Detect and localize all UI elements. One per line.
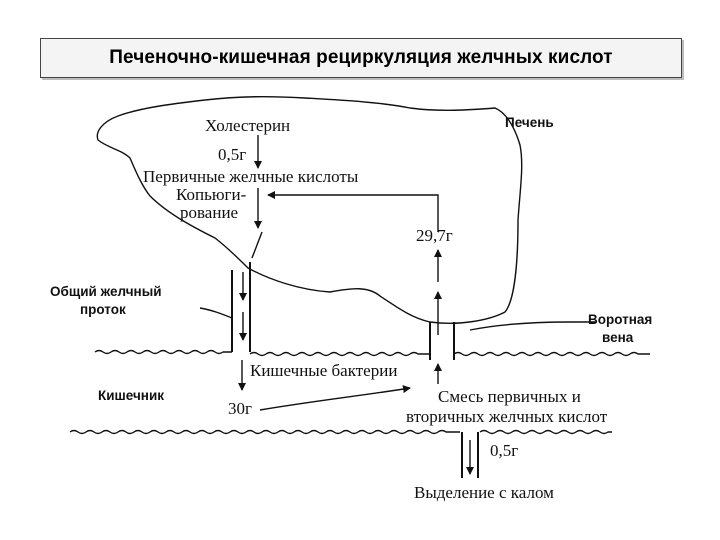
arrow-to-mixture [259, 385, 411, 411]
label-conjugation-1: Копьюги- [176, 185, 247, 204]
intestine-lower-wall-right [479, 429, 612, 435]
label-bile-duct-2: проток [80, 302, 126, 317]
label-amount-top: 0,5г [218, 145, 246, 164]
arrow-return-to-liver [267, 191, 439, 232]
label-amount-bottom: 0,5г [490, 441, 518, 460]
label-bile-duct-1: Общий желчный [50, 284, 162, 299]
label-portal-vein-2: вена [602, 330, 634, 345]
label-mixture-2: вторичных желчных кислот [406, 407, 608, 426]
liver-outline [96, 96, 523, 324]
label-portal-vein-1: Воротная [588, 312, 652, 327]
duct-connector [251, 231, 263, 259]
label-mixture-1: Смесь первичных и [438, 387, 581, 406]
label-cholesterol: Холестерин [205, 116, 290, 135]
label-portal-amount: 29,7г [416, 226, 453, 245]
intestine-lower-wall-left [69, 429, 460, 435]
portal-vein-pointer [469, 321, 595, 331]
intestine-upper-wall-right [453, 351, 650, 357]
label-conjugation-2: рование [180, 203, 238, 222]
label-excretion: Выделение с калом [414, 483, 554, 502]
diagram-title: Печеночно-кишечная рециркуляция желчных … [109, 47, 613, 68]
label-bacteria: Кишечные бактерии [250, 361, 397, 380]
intestine-upper-wall-middle [249, 351, 430, 357]
label-liver: Печень [505, 115, 554, 130]
title-banner: Печеночно-кишечная рециркуляция желчных … [40, 38, 682, 78]
bile-duct-pointer [199, 307, 233, 319]
intestine-upper-wall-left [94, 349, 232, 355]
label-primary-acids: Первичные желчные кислоты [143, 167, 359, 186]
label-intestine: Кишечник [98, 388, 164, 403]
label-amount-intestine: 30г [228, 399, 252, 418]
